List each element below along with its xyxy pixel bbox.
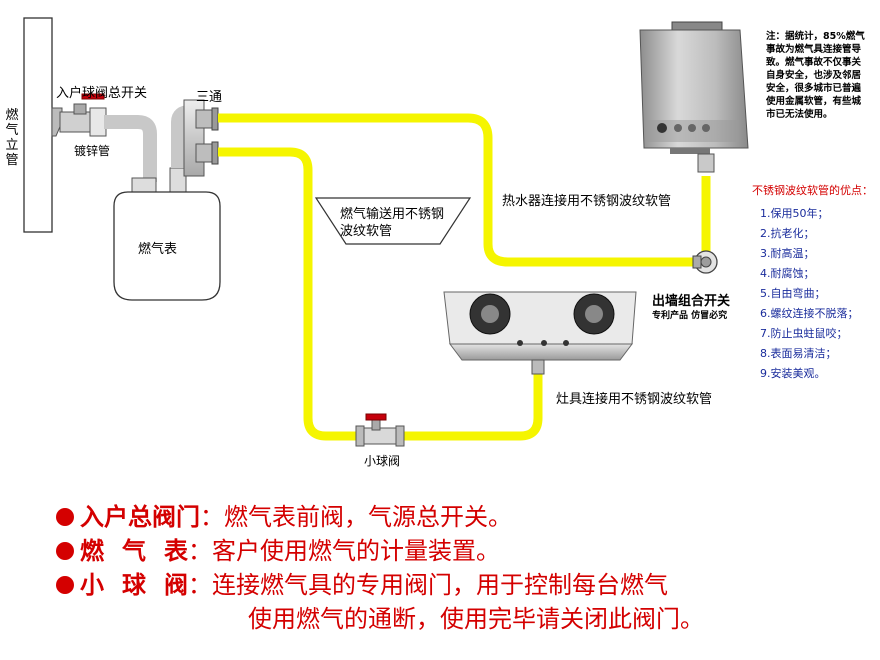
advantages-title: 不锈钢波纹软管的优点： [752, 184, 873, 197]
advantage-item: 2.抗老化； [760, 227, 815, 240]
advantage-item: 5.自由弯曲； [760, 287, 826, 300]
gas-riser-pipe [23, 17, 53, 233]
stove-hose-label: 灶具连接用不锈钢波纹软管 [556, 392, 713, 407]
main-valve-label: 入户球阀总开关 [56, 86, 148, 101]
transport-hose-label: 燃气输送用不锈钢波纹软管 [340, 207, 445, 239]
galvanized-pipe [104, 115, 157, 182]
heater-hose [218, 113, 694, 267]
stove-hose [218, 147, 366, 441]
wall-switch-label: 出墙组合开关 [652, 294, 731, 309]
stove-hose-2 [402, 372, 543, 441]
legend-desc-continued: 使用燃气的通断，使用完毕请关闭此阀门。 [248, 605, 704, 633]
legend-sep: ： [200, 503, 224, 531]
wall-combo-switch [692, 250, 718, 274]
wall-switch-sublabel: 专利产品 仿冒必究 [652, 311, 728, 321]
advantage-item: 9.安装美观。 [760, 367, 826, 380]
advantage-item: 4.耐腐蚀； [760, 267, 815, 280]
callout-frame [314, 197, 472, 245]
advantage-item: 8.表面易清洁； [760, 347, 837, 360]
advantage-item: 6.螺纹连接不脱落； [760, 307, 859, 320]
advantage-item: 1.保用50年； [760, 207, 829, 220]
advantage-item: 7.防止虫蛀鼠咬； [760, 327, 848, 340]
heater-hose-label: 热水器连接用不锈钢波纹软管 [502, 194, 672, 209]
legend-row: 燃气表：客户使用燃气的计量装置。 [56, 534, 876, 568]
legend-row-continued: 使用燃气的通断，使用完毕请关闭此阀门。 [56, 602, 876, 636]
legend-term: 燃气表 [80, 537, 206, 565]
small-valve-label: 小球阀 [364, 454, 401, 468]
legend-term: 入户总阀门 [80, 503, 200, 531]
legend-sep: ： [188, 537, 212, 565]
small-ball-valve [355, 413, 405, 447]
gas-stove [443, 291, 637, 375]
legend-row: 小球阀：连接燃气具的专用阀门，用于控制每台燃气 [56, 568, 876, 602]
tee-label: 三通 [196, 90, 223, 105]
riser-label: 燃气立管 [5, 108, 19, 168]
legend-desc: 燃气表前阀，气源总开关。 [224, 503, 512, 531]
legend-sep: ： [188, 571, 212, 599]
bullet-dot [56, 575, 74, 594]
tee-fitting [183, 99, 219, 177]
bullet-dot [56, 507, 74, 526]
advantages-list: 1.保用50年； 2.抗老化； 3.耐高温； 4.耐腐蚀； 5.自由弯曲； 6.… [760, 204, 859, 384]
statistics-note: 注：据统计，85%燃气事故为燃气具连接管导致。燃气事故不仅事关自身安全，也涉及邻… [766, 31, 865, 120]
legend-desc: 客户使用燃气的计量装置。 [212, 537, 500, 565]
galvanized-label: 镀锌管 [74, 144, 111, 158]
legend-term: 小球阀 [80, 571, 206, 599]
legend-desc: 连接燃气具的专用阀门，用于控制每台燃气 [212, 571, 668, 599]
main-ball-valve [59, 93, 107, 137]
bullet-dot [56, 541, 74, 560]
gas-meter [113, 167, 221, 301]
meter-label: 燃气表 [138, 242, 178, 257]
legend-row: 入户总阀门：燃气表前阀，气源总开关。 [56, 500, 876, 534]
water-heater [639, 21, 749, 173]
legend: 入户总阀门：燃气表前阀，气源总开关。 燃气表：客户使用燃气的计量装置。 小球阀：… [56, 500, 876, 636]
advantage-item: 3.耐高温； [760, 247, 815, 260]
